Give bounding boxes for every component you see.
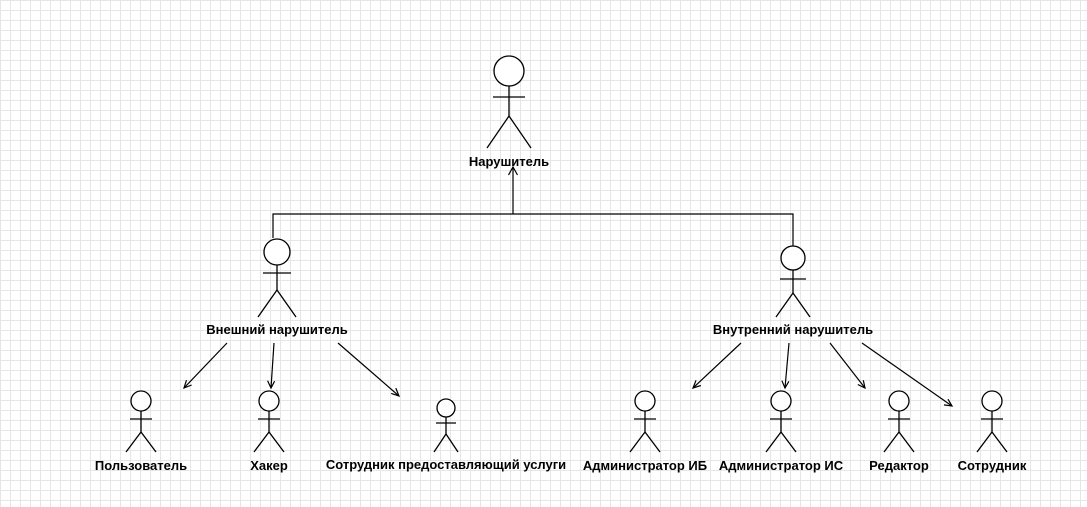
actor-hacker-label: Хакер: [250, 458, 288, 473]
actor-hacker-figure[interactable]: [253, 390, 285, 453]
actor-external-figure[interactable]: [257, 238, 297, 318]
actor-internal-figure[interactable]: [775, 245, 811, 318]
actor-service-employee-figure[interactable]: [433, 398, 459, 453]
actor-external-label: Внешний нарушитель: [206, 322, 348, 337]
actor-editor-figure[interactable]: [883, 390, 915, 453]
arrow-external-user[interactable]: [183, 342, 228, 390]
arrow-internal-admin-is[interactable]: [781, 342, 790, 390]
actor-admin-ib-label: Администратор ИБ: [582, 458, 708, 473]
arrow-internal-editor[interactable]: [829, 342, 866, 390]
actor-admin-is-figure[interactable]: [765, 390, 797, 453]
actor-root-figure[interactable]: [486, 55, 532, 149]
actor-admin-ib-figure[interactable]: [629, 390, 661, 453]
actor-employee-label: Сотрудник: [957, 458, 1027, 473]
arrow-external-service-employee[interactable]: [337, 342, 401, 397]
arrow-internal-admin-ib[interactable]: [691, 342, 742, 389]
actor-user-label: Пользователь: [94, 458, 188, 473]
arrow-internal-employee[interactable]: [861, 342, 954, 407]
actor-employee-figure[interactable]: [976, 390, 1008, 453]
arrow-external-hacker[interactable]: [267, 342, 276, 390]
actor-user-figure[interactable]: [125, 390, 157, 453]
actor-root-label: Нарушитель: [468, 154, 550, 169]
actor-service-employee-label: Сотрудник предоставляющий услуги: [325, 457, 567, 472]
actor-admin-is-label: Администратор ИС: [718, 458, 844, 473]
actor-internal-label: Внутренний нарушитель: [712, 322, 874, 337]
generalization-connector[interactable]: [272, 165, 794, 246]
actor-editor-label: Редактор: [869, 458, 929, 473]
